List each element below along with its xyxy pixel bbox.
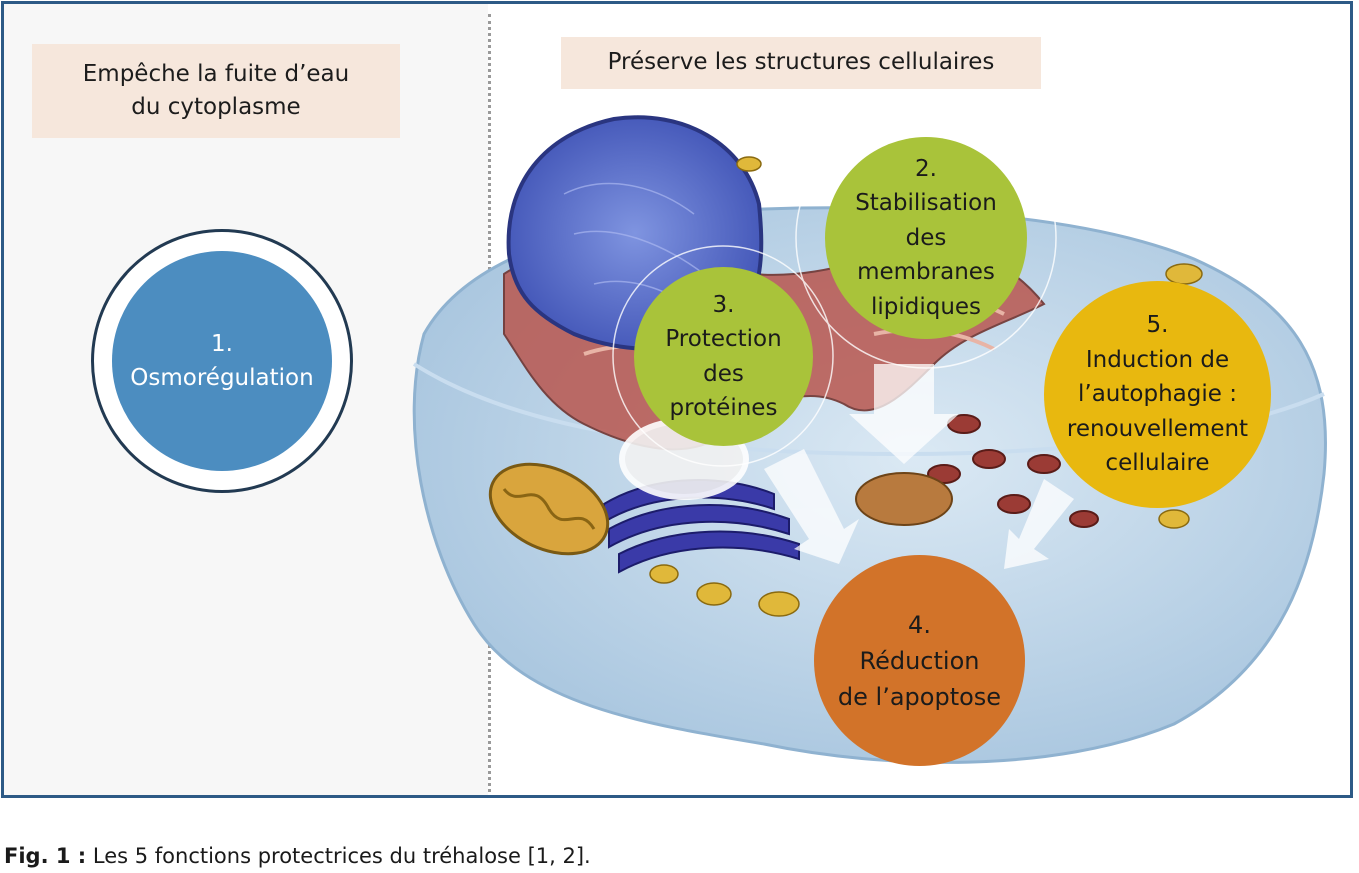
lysosome (855, 472, 953, 526)
function-2-membrane-stabilisation: 2. Stabilisation des membranes lipidique… (825, 137, 1027, 339)
caption-prefix: Fig. 1 : (4, 844, 87, 868)
function-1-osmoregulation: 1. Osmorégulation (112, 251, 332, 471)
er-cylinders (927, 414, 1099, 528)
highlight-rings (612, 107, 1057, 467)
left-label: Empêche la fuite d’eau du cytoplasme (32, 44, 400, 138)
figure-frame: Empêche la fuite d’eau du cytoplasme Pré… (1, 1, 1353, 798)
caption-text: Les 5 fonctions protectrices du tréhalos… (86, 844, 591, 868)
function-3-protein-protection: 3. Protection des protéines (634, 267, 813, 446)
mitochondrion (488, 462, 610, 556)
white-arrows (764, 364, 1074, 569)
figure-caption: Fig. 1 : Les 5 fonctions protectrices du… (4, 844, 591, 868)
function-4-apoptosis-reduction: 4. Réduction de l’apoptose (814, 555, 1025, 766)
right-label: Préserve les structures cellulaires (561, 37, 1041, 89)
function-5-autophagy-induction: 5. Induction de l’autophagie : renouvell… (1044, 281, 1271, 508)
small-vesicles (649, 156, 1203, 617)
